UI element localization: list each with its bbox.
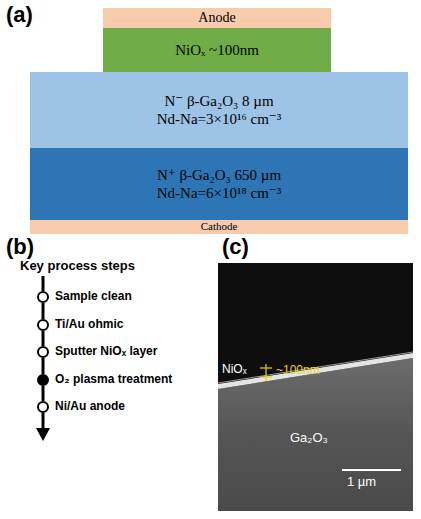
layer-text: NiOₓ ~100nm [175,41,259,59]
flow-line [42,413,45,430]
nio-film [218,353,413,389]
flow-line [42,303,45,319]
film-edge [218,352,413,383]
drift-layer: N⁻ β-Ga₂O₃ 8 µmNd-Na=3×10¹⁶ cm⁻³ [30,72,408,148]
layer-text: Anode [198,10,235,27]
flow-line [42,386,45,401]
section-heading: Key process steps [20,258,135,273]
process-step: O₂ plasma treatment [37,374,49,386]
layer-text: Cathode [201,220,238,233]
process-step: Ti/Au ohmic [37,319,49,331]
process-step: Ni/Au anode [37,401,49,413]
step-text: Sample clean [55,289,132,303]
panel-label: (b) [6,234,34,260]
panel-label: (c) [222,234,249,260]
nio-layer: NiOₓ ~100nm [103,28,331,72]
step-text: O₂ plasma treatment [55,372,172,386]
thickness-label: ~100nm [276,363,320,377]
step-text: Ti/Au ohmic [55,317,123,331]
step-text: Sputter NiOₓ layer [55,344,157,358]
flow-line [42,358,45,374]
process-arrow [36,276,50,441]
process-step: Sputter NiOₓ layer [37,346,49,358]
scale-bar [342,469,401,471]
flow-line [42,276,45,291]
step-text: Ni/Au anode [55,399,125,413]
layer-text: Nd-Na=3×10¹⁶ cm⁻³ [157,110,281,128]
flow-line [42,331,45,346]
sem-image [218,263,413,511]
substrate-layer: N⁺ β-Ga₂O₃ 650 µmNd-Na=6×10¹⁸ cm⁻³ [30,148,408,220]
thickness-marker [265,364,266,381]
arrow-head [36,428,50,441]
scale-label: 1 µm [347,474,376,489]
panel-label: (a) [6,2,33,28]
cathode-layer: Cathode [30,220,408,234]
layer-label: NiOₓ [222,362,247,376]
layer-text: N⁻ β-Ga₂O₃ 8 µm [164,92,273,110]
layer-text: N⁺ β-Ga₂O₃ 650 µm [157,166,281,184]
layer-text: Nd-Na=6×10¹⁸ cm⁻³ [157,184,281,202]
process-step: Sample clean [37,291,49,303]
sem-background [218,263,413,511]
layer-label: Ga₂O₃ [290,430,328,445]
anode-layer: Anode [103,8,331,28]
